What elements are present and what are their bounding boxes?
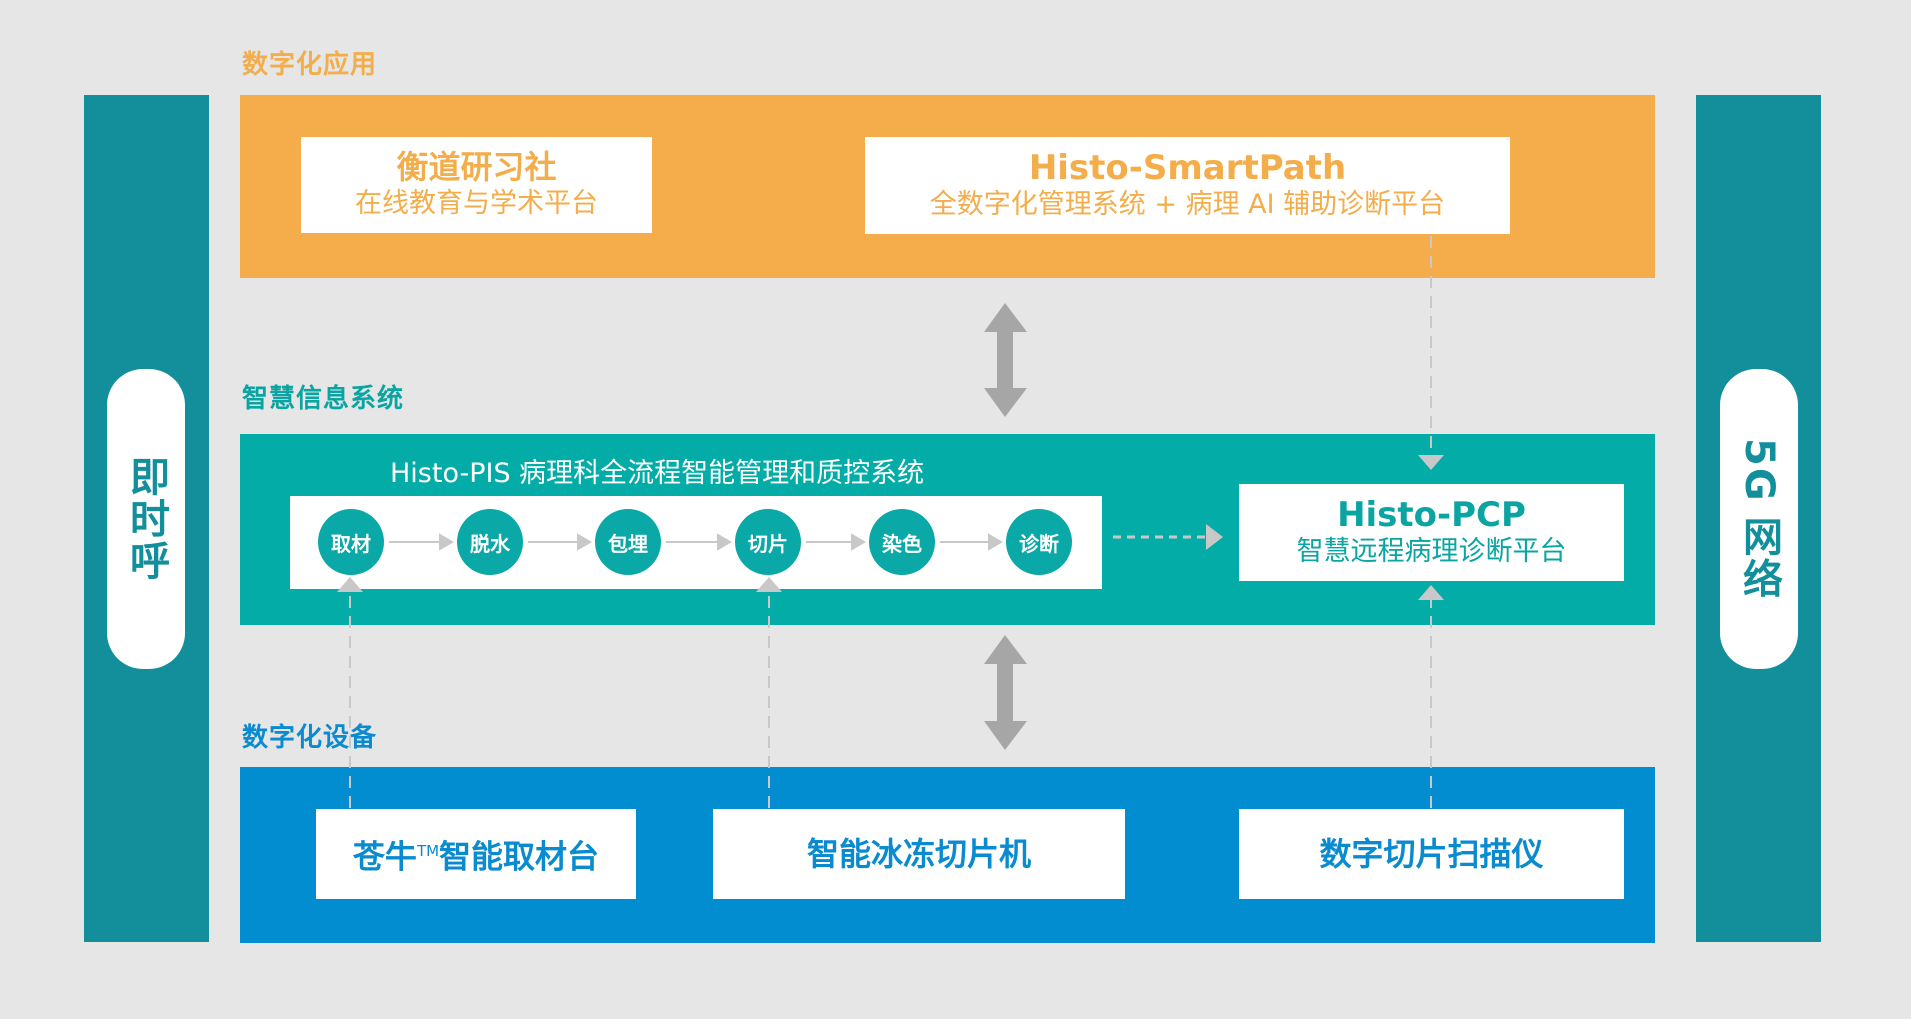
instant-call-pill: 即时呼 (107, 369, 185, 669)
network-label: 网络 (1736, 516, 1782, 601)
5g-network-bar: 5G 网络 (1696, 95, 1821, 942)
5g-label: 5G (1736, 437, 1782, 503)
scanner-to-pcp-arrow (1418, 585, 1444, 808)
step-sectioning: 切片 (735, 509, 801, 575)
flow-arrow-5 (940, 533, 1003, 551)
step-diagnosis: 诊断 (1006, 509, 1072, 575)
grossing-station-name: 苍牛TM智能取材台 (353, 832, 599, 876)
trademark-symbol: TM (416, 842, 440, 861)
grossing-to-sampling-arrow (337, 577, 363, 808)
smartpath-title: Histo-SmartPath (1028, 147, 1347, 188)
step-embedding: 包埋 (595, 509, 661, 575)
info-system-layer-label: 智慧信息系统 (242, 384, 405, 414)
flow-arrow-2 (528, 533, 592, 551)
smartpath-card: Histo-SmartPath 全数字化管理系统 + 病理 AI 辅助诊断平台 (865, 137, 1510, 234)
flow-arrow-4 (806, 533, 866, 551)
step-staining: 染色 (869, 509, 935, 575)
frozen-microtome-card: 智能冰冻切片机 (713, 809, 1125, 899)
hengdao-academy-card: 衡道研习社 在线教育与学术平台 (301, 137, 652, 233)
hengdao-academy-title: 衡道研习社 (396, 148, 557, 186)
step-sampling: 取材 (318, 509, 384, 575)
slide-scanner-card: 数字切片扫描仪 (1239, 809, 1624, 899)
hengdao-academy-subtitle: 在线教育与学术平台 (355, 188, 598, 219)
frozen-microtome-name: 智能冰冻切片机 (806, 835, 1031, 873)
instant-call-bar: 即时呼 (84, 95, 209, 942)
pcp-title: Histo-PCP (1337, 494, 1526, 535)
instant-call-label: 即时呼 (123, 456, 169, 582)
microtome-to-sectioning-arrow (756, 577, 782, 808)
double-arrow-info-devices (984, 635, 1027, 750)
applications-layer-label: 数字化应用 (242, 50, 378, 80)
grossing-station-card: 苍牛TM智能取材台 (316, 809, 636, 899)
5g-network-pill: 5G 网络 (1720, 369, 1798, 669)
grossing-station-name-prefix: 苍牛 (352, 837, 417, 876)
pcp-card: Histo-PCP 智慧远程病理诊断平台 (1239, 484, 1624, 581)
grossing-station-name-suffix: 智能取材台 (439, 837, 600, 876)
step-dehydration: 脱水 (457, 509, 523, 575)
flow-arrow-3 (666, 533, 732, 551)
smartpath-to-pcp-arrow (1418, 236, 1444, 470)
devices-layer-label: 数字化设备 (242, 723, 378, 753)
pis-to-pcp-arrow (1113, 524, 1223, 550)
slide-scanner-name: 数字切片扫描仪 (1319, 835, 1544, 873)
smartpath-subtitle: 全数字化管理系统 + 病理 AI 辅助诊断平台 (929, 188, 1446, 220)
flow-arrow-1 (389, 533, 454, 551)
double-arrow-apps-info (984, 303, 1027, 417)
pis-title: Histo-PIS 病理科全流程智能管理和质控系统 (390, 458, 925, 489)
pcp-subtitle: 智慧远程病理诊断平台 (1296, 535, 1567, 567)
